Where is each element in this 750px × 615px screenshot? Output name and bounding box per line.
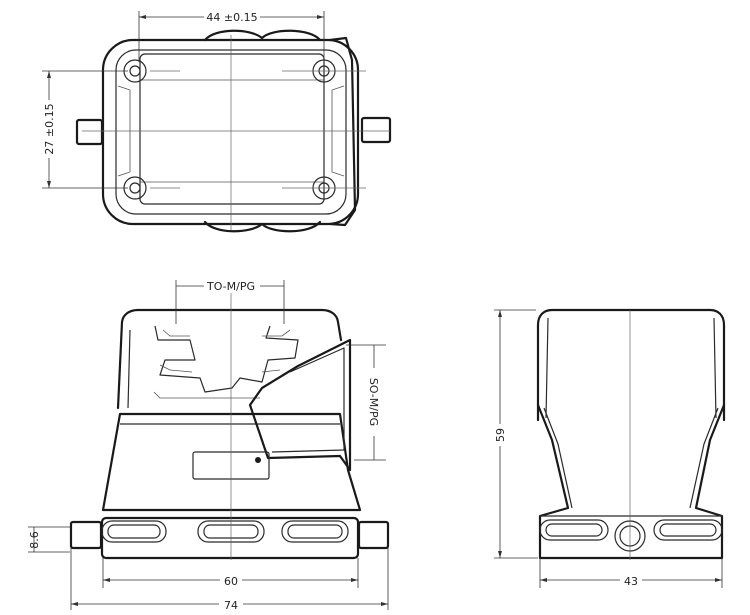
label-top-width: 44 ±0.15 (206, 11, 257, 24)
label-base-width: 60 (224, 575, 238, 588)
dim-cable-entry-top: TO-M/PG (175, 278, 285, 324)
label-base-height: 8.6 (28, 531, 41, 549)
label-top-height: 27 ±0.15 (43, 103, 56, 154)
dim-top-height: 27 ±0.15 (41, 70, 128, 189)
dim-side-height: 59 (492, 309, 538, 559)
side-view (536, 308, 726, 560)
dim-base-width: 60 (102, 558, 359, 588)
top-view (75, 29, 392, 233)
label-side-width: 43 (624, 575, 638, 588)
dim-overall-width: 74 (70, 548, 389, 612)
label-cable-entry-top: TO-M/PG (206, 280, 255, 293)
dim-base-height: 8.6 (28, 526, 70, 553)
dim-side-width: 43 (539, 558, 723, 588)
dim-top-width: 44 ±0.15 (138, 9, 325, 62)
dim-cable-entry-side: SO-M/PG (346, 344, 386, 461)
label-overall-width: 74 (224, 599, 238, 612)
label-cable-entry-side: SO-M/PG (367, 378, 380, 426)
label-side-height: 59 (494, 428, 507, 442)
front-view (69, 290, 390, 560)
